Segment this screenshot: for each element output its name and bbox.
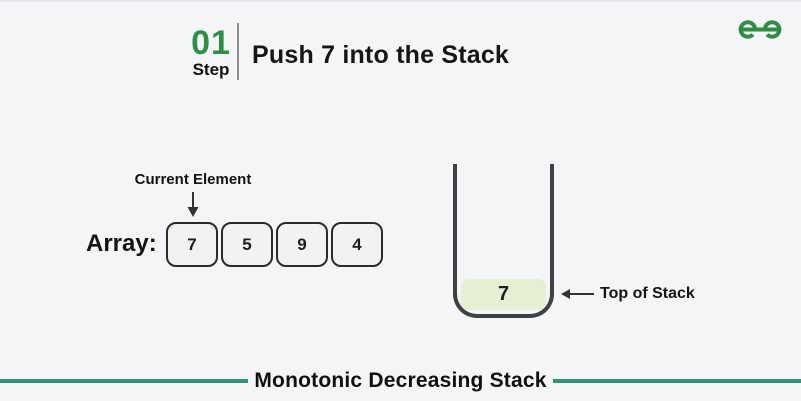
footer-line-right [552,379,801,383]
top-edge-divider [0,0,801,2]
down-arrow-icon [186,192,200,223]
array-label: Array: [86,230,157,257]
step-label: Step [192,60,230,79]
current-element-label: Current Element [134,171,252,188]
footer-line-left [0,379,249,383]
left-arrow-icon [561,287,595,306]
header-divider [237,23,239,80]
stack-container: 7 [453,164,554,318]
footer-caption: Monotonic Decreasing Stack [254,369,547,392]
page-title: Push 7 into the Stack [252,41,510,69]
array-cell: 7 [166,222,218,267]
footer: Monotonic Decreasing Stack [0,369,801,393]
geeksforgeeks-logo-icon [733,16,787,43]
array-cell: 4 [331,222,383,267]
stack-top-cell: 7 [461,279,546,310]
step-number: 01 [191,24,231,62]
top-of-stack-label: Top of Stack [600,285,695,302]
array-row: 7 5 9 4 [166,222,383,267]
step-block: 01 Step [186,26,236,78]
array-cell: 9 [276,222,328,267]
array-cell: 5 [221,222,273,267]
